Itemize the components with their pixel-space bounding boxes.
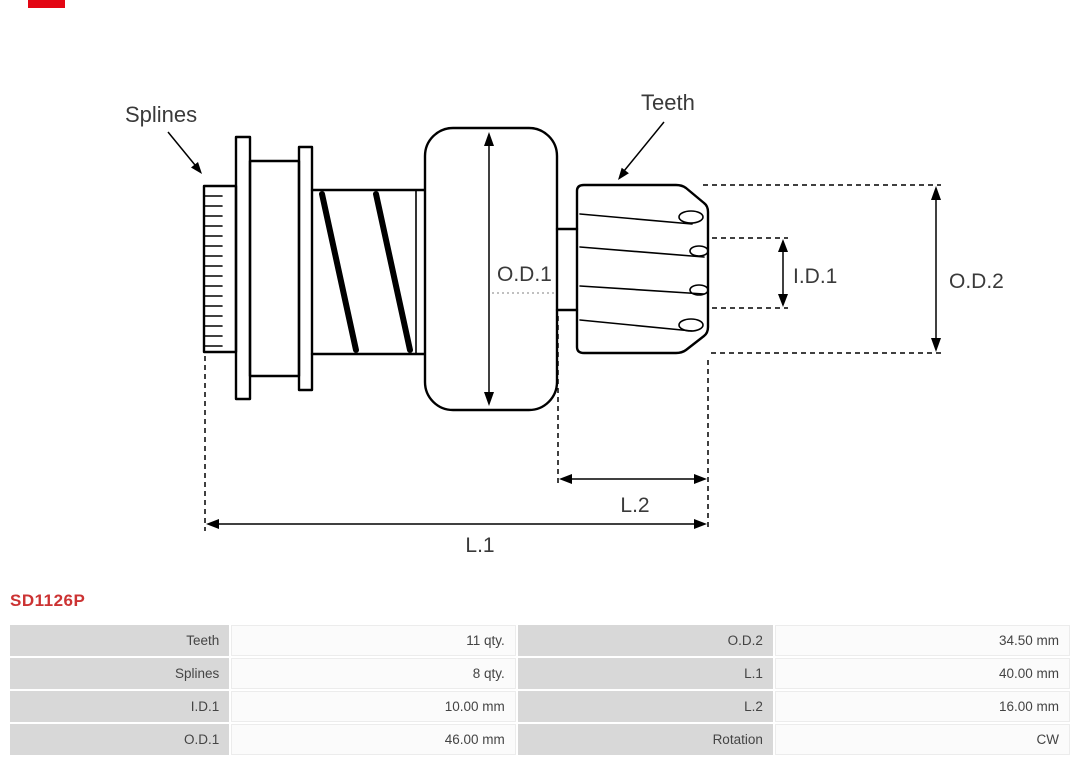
part-number: SD1126P [10,591,86,610]
od2-dimension [703,184,941,354]
od1-dimension [484,132,494,406]
spec-row: O.D.1 46.00 mm Rotation CW [10,724,1070,755]
spec-value-cell: 16.00 mm [774,691,1070,722]
splined-shaft [202,184,238,354]
spec-label-cell: Rotation [517,724,773,755]
spec-label-cell: O.D.2 [517,625,773,656]
id1-dimension [712,237,788,309]
l2-label: L.2 [620,494,649,517]
splines-label: Splines [125,102,197,127]
logo-fragment [28,0,65,8]
spec-table: Teeth 11 qty. O.D.2 34.50 mm Splines 8 q… [8,623,1072,757]
clutch-body [423,126,559,412]
spec-row: Teeth 11 qty. O.D.2 34.50 mm [10,625,1070,656]
pinion-gear [575,183,710,355]
starter-drive-diagram: Splines Teeth O.D.1 I.D.1 O.D.2 L.2 L.1 [125,90,1004,557]
flange-discs [234,135,314,401]
spring [310,188,426,356]
spec-row: Splines 8 qty. L.1 40.00 mm [10,658,1070,689]
spec-label-cell: L.1 [517,658,773,689]
od2-label: O.D.2 [949,270,1004,293]
id1-label: I.D.1 [793,265,837,288]
spec-label-cell: O.D.1 [10,724,230,755]
spec-label-cell: L.2 [517,691,773,722]
teeth-label: Teeth [641,90,695,115]
l1-dimension [204,356,707,531]
shaft-neck [555,227,579,312]
spec-label-cell: I.D.1 [10,691,230,722]
od1-label: O.D.1 [497,263,552,286]
l2-dimension [557,316,709,531]
spec-label-cell: Splines [10,658,230,689]
spec-value-cell: 11 qty. [231,625,516,656]
spec-value-cell: 46.00 mm [231,724,516,755]
spec-value-cell: 10.00 mm [231,691,516,722]
spec-value-cell: CW [774,724,1070,755]
l1-label: L.1 [465,534,494,557]
spec-label-cell: Teeth [10,625,230,656]
spec-value-cell: 34.50 mm [774,625,1070,656]
splines-leader-arrow [167,131,202,174]
spec-value-cell: 40.00 mm [774,658,1070,689]
spec-row: I.D.1 10.00 mm L.2 16.00 mm [10,691,1070,722]
spec-value-cell: 8 qty. [231,658,516,689]
teeth-leader-arrow [618,121,665,180]
